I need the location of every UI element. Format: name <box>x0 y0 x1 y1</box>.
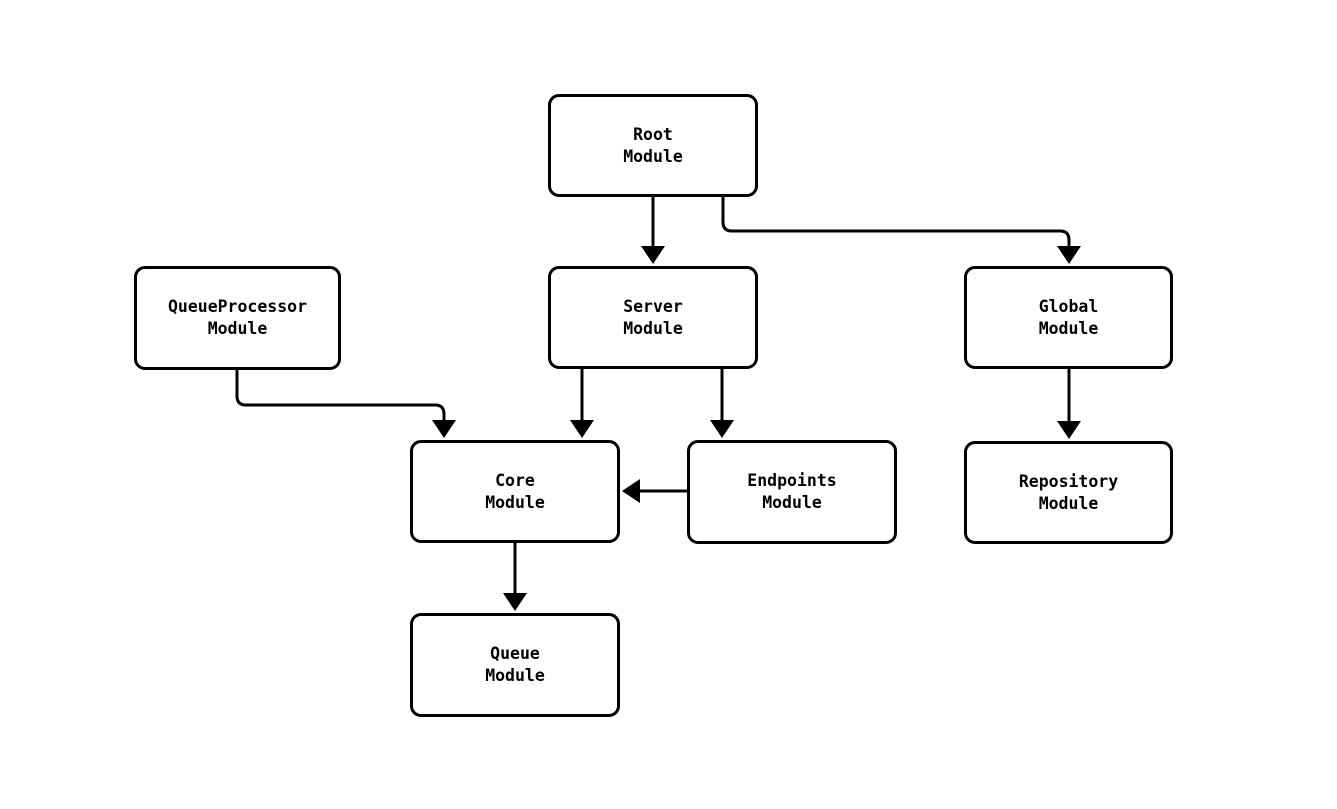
node-label: Root Module <box>623 124 683 166</box>
node-label: Endpoints Module <box>747 471 837 512</box>
node-label: Global Module <box>1038 296 1099 338</box>
edge-server-to-core <box>570 369 594 438</box>
edge-global-to-repository <box>1057 369 1081 439</box>
node-label: Queue Module <box>485 644 545 685</box>
node-label: Repository Module <box>1018 471 1119 513</box>
edge-core-to-queue <box>503 543 527 611</box>
node-global-module[interactable]: Global Module <box>964 266 1173 369</box>
edge-endpoints-to-core <box>622 479 687 503</box>
node-label: QueueProcessor Module <box>167 297 308 338</box>
node-endpoints-module[interactable]: Endpoints Module <box>687 440 897 544</box>
node-label: Server Module <box>623 296 683 338</box>
node-root-module[interactable]: Root Module <box>548 94 758 197</box>
node-queueprocessor-module[interactable]: QueueProcessor Module <box>134 266 341 370</box>
edge-root-to-global <box>721 197 1081 264</box>
node-repository-module[interactable]: Repository Module <box>964 441 1173 544</box>
edge-server-to-endpoints <box>710 369 734 438</box>
node-core-module[interactable]: Core Module <box>410 440 620 543</box>
edge-root-to-server <box>641 197 665 264</box>
node-queue-module[interactable]: Queue Module <box>410 613 620 717</box>
edge-queueprocessor-to-core <box>235 370 456 438</box>
node-label: Core Module <box>485 470 545 512</box>
node-server-module[interactable]: Server Module <box>548 266 758 369</box>
